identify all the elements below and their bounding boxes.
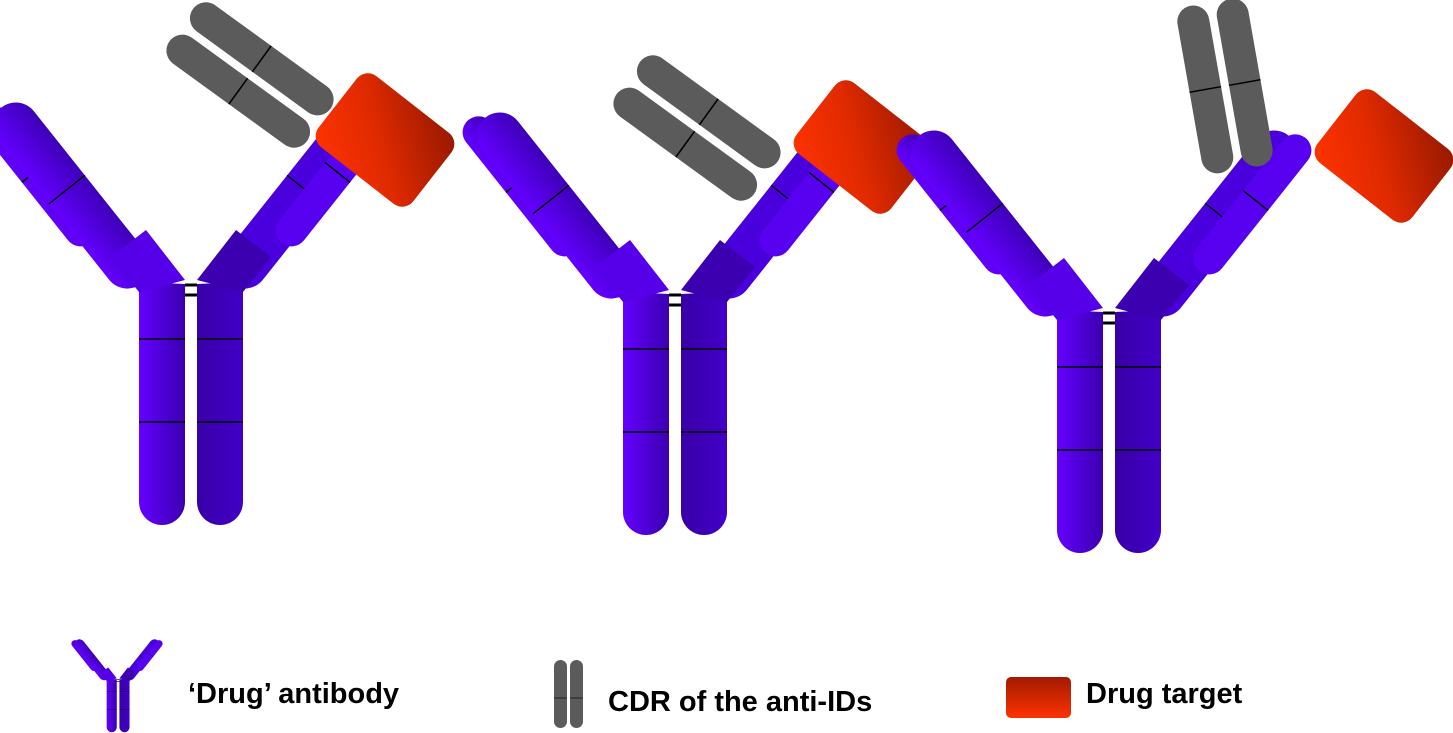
legend-drug-target-icon <box>1006 677 1071 718</box>
anti-id-cdr <box>159 0 341 155</box>
legend-label-cdr: CDR of the anti-IDs <box>608 686 873 718</box>
legend-cdr-icon <box>554 660 583 728</box>
panel-3 <box>888 0 1453 555</box>
drug-antibody <box>888 119 1320 555</box>
panel-2 <box>454 48 938 537</box>
legend-antibody-icon <box>69 636 165 733</box>
anti-id-cdr <box>1174 0 1276 177</box>
legend-label-antibody: ‘Drug’ antibody <box>188 678 400 710</box>
panel-1 <box>0 0 460 527</box>
drug-target <box>1309 83 1453 229</box>
legend-label-drug-target: Drug target <box>1086 678 1243 710</box>
anti-id-cdr <box>606 48 788 208</box>
